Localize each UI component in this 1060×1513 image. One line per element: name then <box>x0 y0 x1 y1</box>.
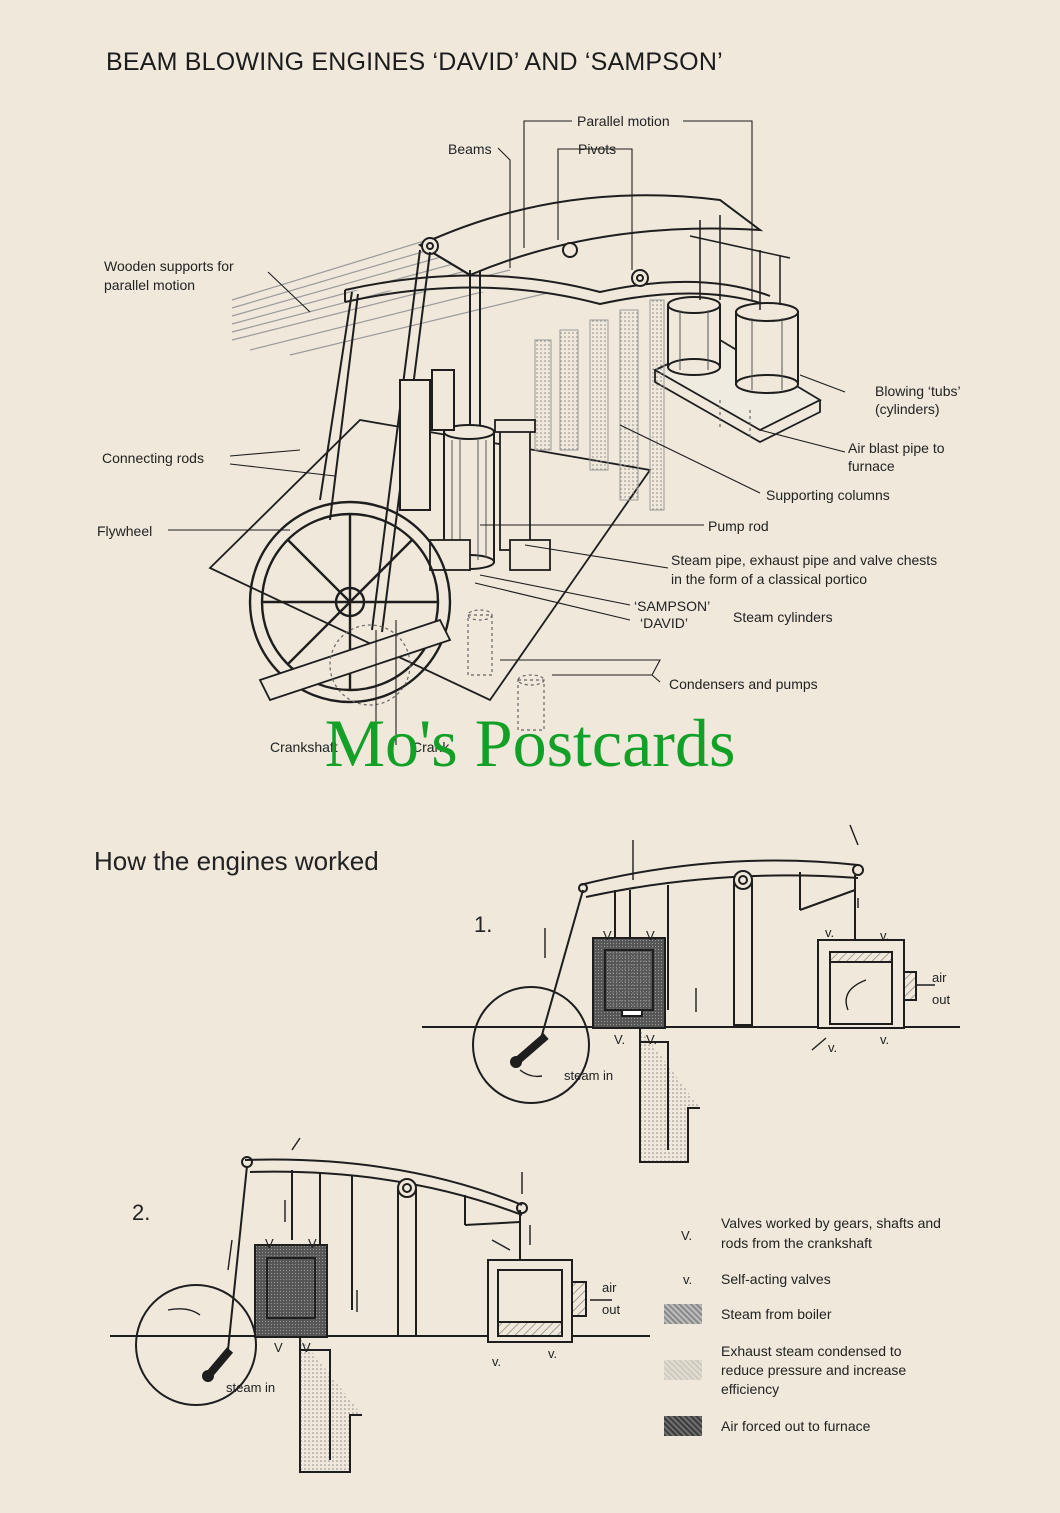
legend-swatch-air <box>664 1416 702 1436</box>
blowing-tubs <box>667 296 799 394</box>
step-1-selfvalve-top-left: v. <box>825 925 835 940</box>
label-wooden-supports-2: parallel motion <box>104 277 196 293</box>
beam-engine-illustration <box>168 120 846 745</box>
step-2-selfvalve-bottom-left: v. <box>492 1354 502 1369</box>
step-1-number: 1. <box>474 912 493 937</box>
step-1-selfvalve-bottom-right: v. <box>880 1032 890 1047</box>
step-2-air: air <box>602 1280 617 1295</box>
label-crank: Crank <box>412 739 450 755</box>
label-pump-rod: Pump rod <box>708 518 769 534</box>
step-2-valve-bottom-right: V <box>302 1340 311 1355</box>
watermark: Mo's Postcards <box>324 705 736 781</box>
label-flywheel: Flywheel <box>97 523 153 539</box>
step-1-selfvalve-top-right: v. <box>880 928 890 943</box>
legend-text-air: Air forced out to furnace <box>721 1418 871 1434</box>
label-steam-pipe-2: in the form of a classical portico <box>671 571 868 587</box>
step-1-valve-bottom-right: V. <box>646 1032 658 1047</box>
label-condensers: Condensers and pumps <box>669 676 818 692</box>
label-beams: Beams <box>448 141 492 157</box>
label-wooden-supports-1: Wooden supports for <box>104 258 234 274</box>
label-air-blast-1: Air blast pipe to <box>848 440 945 456</box>
leader-lines <box>168 120 846 745</box>
legend-text-exhaust-1: Exhaust steam condensed to <box>721 1343 902 1359</box>
step-1-valve-left: V. <box>603 928 615 943</box>
step-1-selfvalve-bottom-left: v. <box>828 1040 838 1055</box>
label-blowing-tubs-2: (cylinders) <box>875 401 940 417</box>
step-1-out: out <box>932 992 951 1007</box>
step-2-out: out <box>602 1302 621 1317</box>
legend-text-steam: Steam from boiler <box>721 1306 832 1322</box>
step-1-air: air <box>932 970 947 985</box>
label-david: ‘DAVID’ <box>640 615 688 631</box>
label-air-blast-2: furnace <box>848 458 895 474</box>
label-steam-pipe-1: Steam pipe, exhaust pipe and valve chest… <box>671 552 938 568</box>
label-parallel-motion: Parallel motion <box>577 113 670 129</box>
section-subtitle: How the engines worked <box>94 846 379 876</box>
page-title: BEAM BLOWING ENGINES ‘DAVID’ AND ‘SAMPSO… <box>106 48 723 76</box>
step-2-steam-in: steam in <box>226 1380 276 1395</box>
step-2-number: 2. <box>132 1200 151 1225</box>
flywheel-foundation <box>258 618 452 702</box>
label-supporting-columns: Supporting columns <box>766 487 890 503</box>
condensers <box>329 400 751 731</box>
label-sampson: ‘SAMPSON’ <box>634 598 711 614</box>
supporting-columns <box>534 299 665 511</box>
flywheel <box>248 500 452 704</box>
parallel-motion-links <box>689 215 791 310</box>
legend-swatch-steam <box>664 1304 702 1324</box>
step-1-steam-in: steam in <box>564 1068 614 1083</box>
step-1-valve-right: V. <box>646 928 658 943</box>
step-2-valve-left: V <box>265 1236 274 1251</box>
label-blowing-tubs-1: Blowing ‘tubs’ <box>875 383 961 399</box>
step-1-valve-bottom-left: V. <box>614 1032 626 1047</box>
beams <box>344 194 771 307</box>
valve-chests <box>429 419 551 571</box>
label-pivots: Pivots <box>578 141 617 157</box>
step-2-selfvalve-bottom-right: v. <box>548 1346 558 1361</box>
legend-text-exhaust-3: efficiency <box>721 1381 780 1397</box>
legend-symbol-controlled-valve: V. <box>681 1228 693 1243</box>
label-steam-cylinders: Steam cylinders <box>733 609 833 625</box>
step-2-valve-right: V <box>308 1236 317 1251</box>
label-crankshaft: Crankshaft <box>270 739 338 755</box>
legend-swatch-exhaust <box>664 1360 702 1380</box>
label-connecting-rods: Connecting rods <box>102 450 204 466</box>
step-2-valve-bottom-left: V <box>274 1340 283 1355</box>
legend-text-controlled-valve-1: Valves worked by gears, shafts and <box>721 1215 941 1231</box>
legend-text-exhaust-2: reduce pressure and increase <box>721 1362 907 1378</box>
legend-text-controlled-valve-2: rods from the crankshaft <box>721 1235 872 1251</box>
legend-symbol-self-valve: v. <box>683 1272 693 1287</box>
legend-text-self-valve: Self-acting valves <box>721 1271 831 1287</box>
